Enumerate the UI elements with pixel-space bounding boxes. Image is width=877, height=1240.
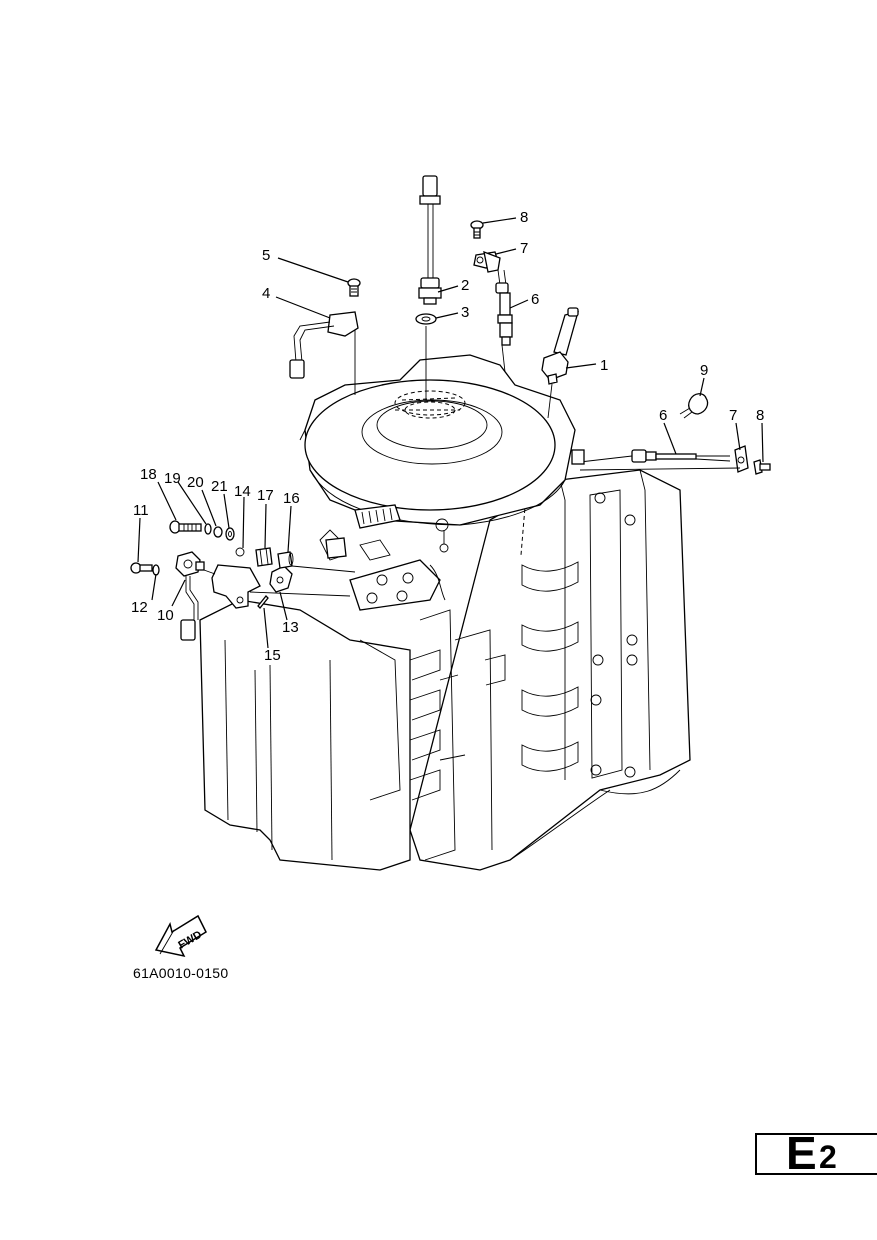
part-3-washer: [415, 313, 437, 400]
part-1-sensor: [541, 307, 579, 419]
callout-11: 11: [133, 502, 149, 519]
part-17-grommet: [255, 547, 273, 567]
part-5-screw: [347, 278, 361, 297]
part-4-bracket: [289, 311, 359, 395]
flywheel-cover: [299, 354, 576, 553]
part-18-bolt: [169, 520, 202, 534]
callout-15: 15: [264, 647, 281, 664]
part-15-pin: [257, 595, 269, 609]
part-7-clamp-right: [734, 445, 749, 473]
part-2-switch: [418, 175, 442, 305]
callout-8-top: 8: [520, 209, 528, 226]
part-6-sensor-top: [495, 269, 513, 373]
part-14-plate: [211, 547, 261, 609]
part-7-clamp-top: [473, 250, 501, 273]
part-6-sensor-right: [571, 449, 731, 465]
part-16-collar: [277, 551, 294, 569]
part-19-washer: [204, 523, 212, 535]
callout-16: 16: [283, 490, 300, 507]
page-number: 2: [819, 1139, 837, 1175]
callout-7-right: 7: [729, 407, 737, 424]
callout-6-top: 6: [531, 291, 539, 308]
callout-14: 14: [234, 483, 251, 500]
part-20-washer: [213, 526, 223, 538]
callout-8-right: 8: [756, 407, 764, 424]
throttle-linkage: [319, 529, 446, 611]
callout-21: 21: [211, 478, 228, 495]
part-13-bracket: [269, 565, 293, 593]
callout-5: 5: [262, 247, 270, 264]
part-21-washer: [225, 527, 235, 541]
callout-2: 2: [461, 277, 469, 294]
callout-19: 19: [164, 470, 181, 487]
callout-13: 13: [282, 619, 299, 636]
callout-17: 17: [257, 487, 274, 504]
callout-20: 20: [187, 474, 204, 491]
part-8-bolt-top: [470, 220, 484, 239]
callout-7-top: 7: [520, 240, 528, 257]
part-12-washer: [152, 564, 160, 576]
part-10-sensor-bracket: [175, 551, 205, 641]
page-indicator-box: [755, 1133, 877, 1175]
callout-1: 1: [600, 357, 608, 374]
callout-4: 4: [262, 285, 270, 302]
callout-12: 12: [131, 599, 148, 616]
fwd-arrow-icon: FWD: [154, 914, 207, 958]
callout-3: 3: [461, 304, 469, 321]
callout-9: 9: [700, 362, 708, 379]
part-8-bolt-right: [753, 459, 771, 475]
leader-lines: [137, 217, 764, 649]
manifold-housing: [199, 599, 506, 871]
page-section-letter: E: [786, 1127, 817, 1179]
callout-numbers: 1 2 3 4 5 6 6 7 7 8 8 9 10 11 12 13 14 1…: [131, 209, 764, 664]
engine-block: [409, 469, 691, 871]
part-11-bolt: [130, 562, 153, 574]
part-code-label: 61A0010-0150: [133, 965, 229, 981]
callout-6-right: 6: [659, 407, 667, 424]
callout-18: 18: [140, 466, 157, 483]
part-9-clip: [679, 393, 709, 419]
callout-10: 10: [157, 607, 174, 624]
